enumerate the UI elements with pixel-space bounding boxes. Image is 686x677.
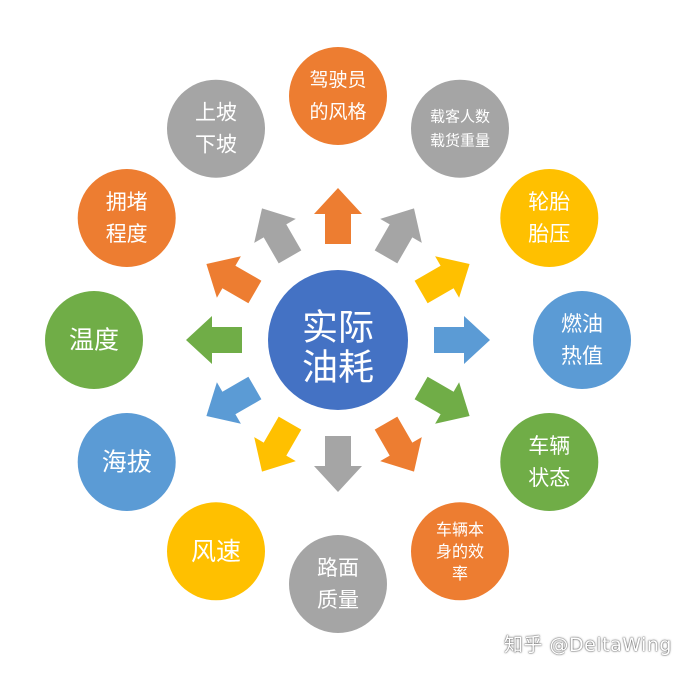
factor-label-fuel-heat-line-1: 燃油 [561,312,603,336]
arrows-layer [186,188,490,492]
factor-nodes-layer: 驾驶员的风格载客人数载货重量轮胎胎压燃油热值车辆状态车辆本身的效率路面质量风速海… [45,47,631,633]
arrow-to-tire-pressure [414,256,470,304]
center-label-line-1: 实际 [302,308,374,349]
center-node: 实际 油耗 [268,270,408,410]
arrow-to-driver-style [314,188,362,244]
factor-circle-tire-pressure [500,169,599,267]
factor-circle-congestion [77,169,176,267]
factor-circle-load [411,79,509,178]
factor-label-temperature-line-1: 温度 [69,326,119,355]
factor-label-vehicle-efficiency-line-2: 身的效 [436,542,484,561]
arrow-to-fuel-heat [434,316,490,364]
factor-label-driver-style-line-2: 的风格 [309,101,366,123]
factor-circle-vehicle-efficiency [411,502,509,601]
center-circle [268,270,408,410]
factor-label-driver-style-line-1: 驾驶员 [309,69,366,91]
factor-circle-vehicle-condition [500,413,599,511]
factor-label-slope-line-2: 下坡 [195,133,237,157]
factor-circle-altitude [77,413,176,511]
factor-circle-fuel-heat [533,291,631,389]
factor-circle-wind-speed [167,502,265,601]
arrow-to-road-quality [314,436,362,492]
factor-label-vehicle-efficiency-line-3: 率 [452,564,468,583]
factor-label-altitude-line-1: 海拔 [102,448,152,477]
arrow-to-vehicle-efficiency [374,416,422,472]
arrow-to-congestion [206,256,262,304]
factor-node-temperature: 温度 [45,291,143,389]
factor-label-load-line-2: 载货重量 [430,132,490,150]
arrow-to-temperature [186,316,242,364]
factor-circle-temperature [45,291,143,389]
factor-label-fuel-heat-line-2: 热值 [561,344,603,368]
factor-circle-driver-style [289,47,387,145]
factor-label-congestion-line-2: 程度 [106,222,148,246]
factor-label-road-quality-line-1: 路面 [317,556,359,580]
factor-node-altitude: 海拔 [77,413,176,511]
factor-label-vehicle-condition-line-1: 车辆 [528,434,570,458]
arrow-to-vehicle-condition [414,376,470,424]
factor-label-tire-pressure-line-2: 胎压 [528,222,570,246]
arrow-to-altitude [206,376,262,424]
center-label-line-2: 油耗 [302,348,374,389]
arrow-to-load [374,208,422,264]
factor-node-wind-speed: 风速 [167,502,265,601]
factor-label-slope-line-1: 上坡 [195,101,237,125]
watermark: 知乎 @DeltaWing [504,634,672,656]
factor-label-vehicle-condition-line-2: 状态 [528,466,570,490]
factor-label-tire-pressure-line-1: 轮胎 [528,190,570,214]
arrow-to-slope [254,208,302,264]
factor-circle-slope [167,79,265,178]
factor-label-wind-speed-line-1: 风速 [191,537,241,566]
factor-label-road-quality-line-2: 质量 [317,588,359,612]
factor-label-congestion-line-1: 拥堵 [106,190,148,214]
arrow-to-wind-speed [254,416,302,472]
factor-label-load-line-1: 载客人数 [430,108,490,126]
factor-circle-road-quality [289,535,387,633]
factor-label-vehicle-efficiency-line-1: 车辆本 [436,520,484,539]
